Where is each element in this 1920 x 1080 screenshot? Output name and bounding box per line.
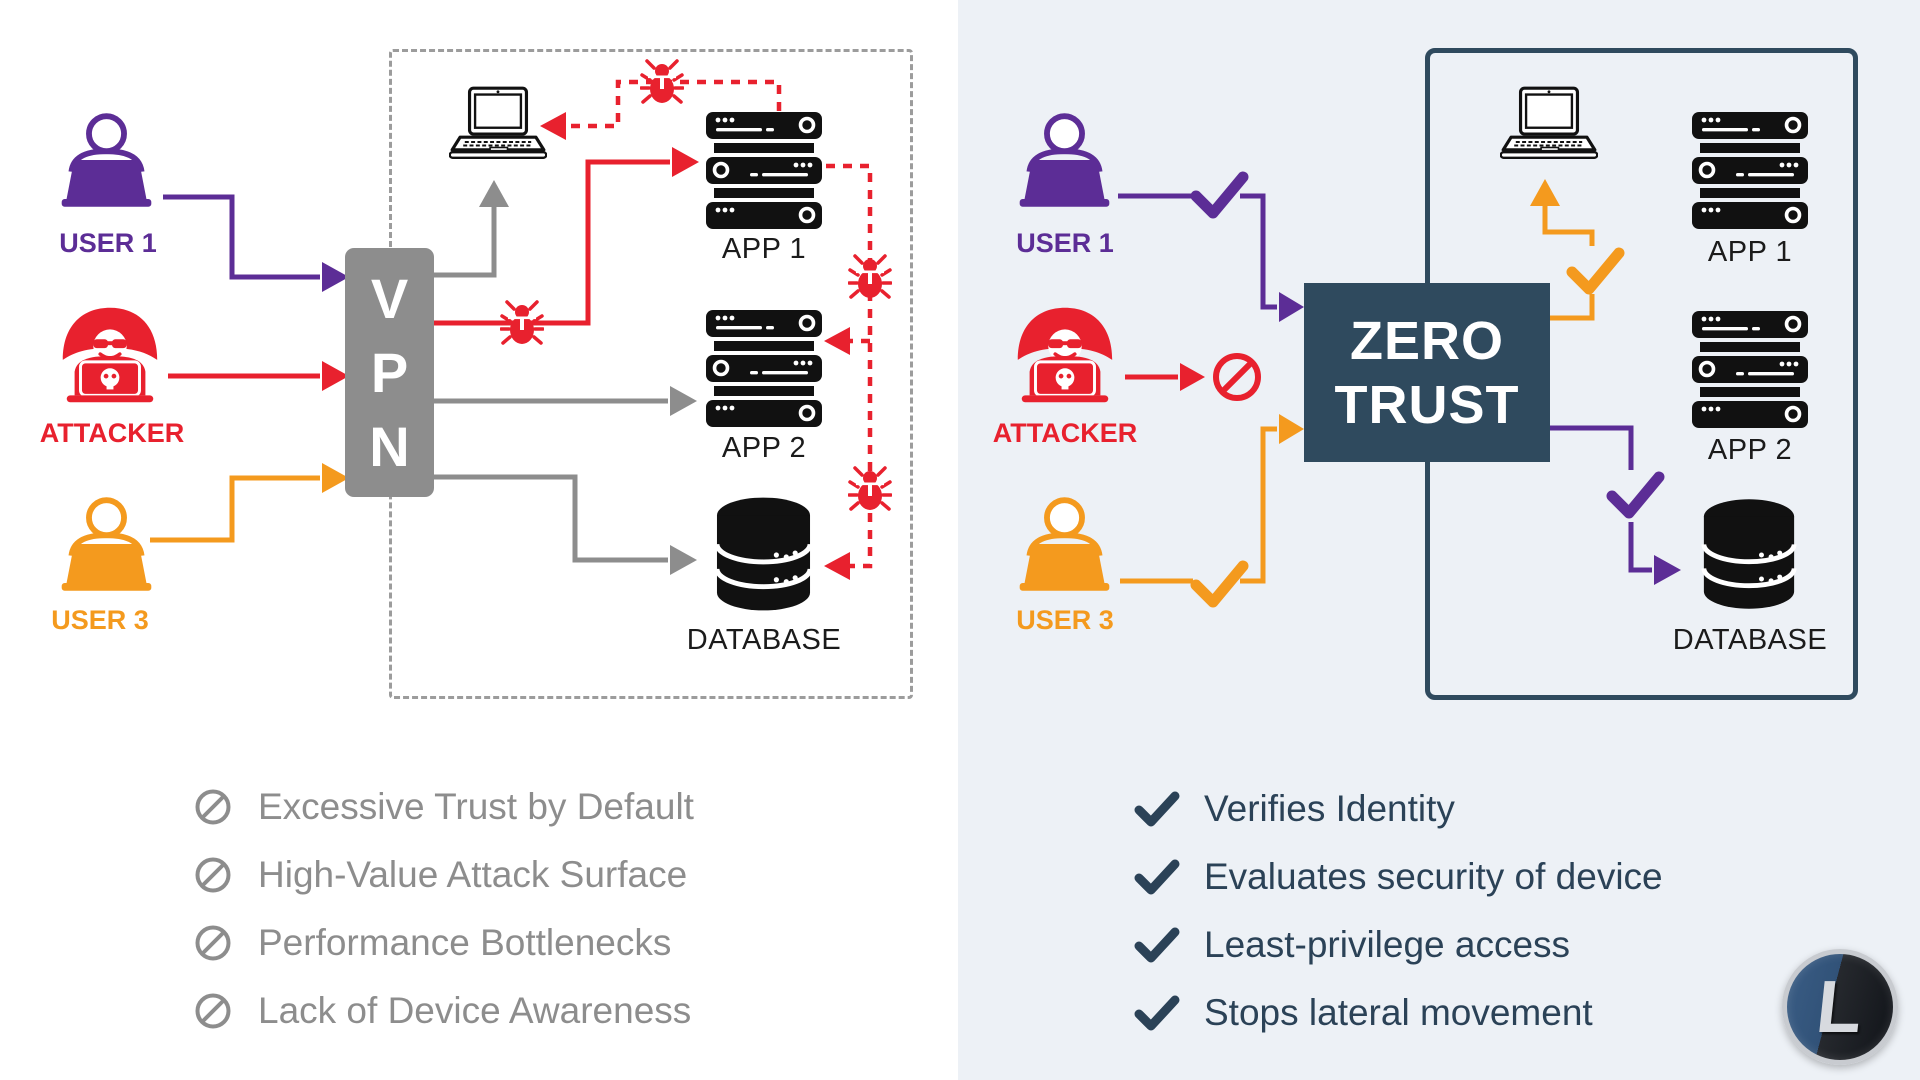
- drawback-text: Performance Bottlenecks: [258, 922, 672, 963]
- drawback-text: Excessive Trust by Default: [258, 786, 694, 827]
- benefit-text: Least-privilege access: [1204, 924, 1571, 965]
- bug-icon: [848, 254, 892, 300]
- app2-server-icon: [1690, 311, 1810, 428]
- bug-icon: [640, 59, 684, 105]
- vpn-letter: N: [369, 414, 410, 478]
- zero-trust-line: ZERO: [1349, 310, 1504, 371]
- user3-label: USER 3: [51, 605, 149, 635]
- zero-trust-line: TRUST: [1334, 374, 1520, 435]
- laptop-icon: [449, 86, 547, 160]
- company-logo: L: [1782, 949, 1898, 1065]
- check-icon: [1134, 859, 1180, 895]
- drawback-text: Lack of Device Awareness: [258, 990, 692, 1031]
- bug-icon: [500, 300, 544, 346]
- prohibition-icon: [195, 857, 231, 893]
- check-icon: [1134, 995, 1180, 1031]
- app1-server-icon: [1690, 112, 1810, 229]
- attacker-label: ATTACKER: [992, 418, 1138, 448]
- prohibition-icon: [195, 925, 231, 961]
- attacker-icon: [61, 306, 159, 404]
- attacker-icon: [1016, 306, 1114, 404]
- database-icon: [1701, 496, 1797, 613]
- user1-label: USER 1: [59, 228, 157, 258]
- benefit-text: Stops lateral movement: [1204, 992, 1593, 1033]
- drawback-row: High-Value Attack Surface: [194, 854, 687, 896]
- drawback-row: Performance Bottlenecks: [194, 922, 671, 964]
- app2-label: APP 2: [721, 432, 807, 464]
- app1-server-icon: [704, 112, 824, 229]
- drawback-row: Excessive Trust by Default: [194, 786, 694, 828]
- vpn-gateway-box: V P N: [345, 248, 434, 497]
- check-icon: [1134, 927, 1180, 963]
- database-label: DATABASE: [686, 624, 842, 656]
- user1-icon: [50, 102, 163, 220]
- app1-label: APP 1: [721, 233, 807, 265]
- database-icon: [714, 496, 813, 613]
- app2-server-icon: [704, 310, 824, 427]
- drawback-text: High-Value Attack Surface: [258, 854, 688, 895]
- prohibition-icon: [195, 789, 231, 825]
- benefit-row: Evaluates security of device: [1134, 856, 1663, 898]
- vpn-letter: P: [370, 340, 409, 404]
- database-label: DATABASE: [1672, 624, 1828, 656]
- user3-label: USER 3: [1016, 605, 1114, 635]
- benefit-text: Evaluates security of device: [1204, 856, 1663, 897]
- user1-icon: [1008, 102, 1121, 220]
- benefit-text: Verifies Identity: [1204, 788, 1455, 829]
- prohibition-icon: [195, 993, 231, 1029]
- logo-letter: L: [1813, 965, 1868, 1048]
- app2-label: APP 2: [1707, 434, 1793, 466]
- laptop-icon: [1500, 86, 1598, 160]
- attacker-label: ATTACKER: [39, 418, 185, 448]
- drawback-row: Lack of Device Awareness: [194, 990, 691, 1032]
- app1-label: APP 1: [1707, 236, 1793, 268]
- zero-trust-gateway-box: ZERO TRUST: [1304, 283, 1550, 462]
- vpn-letter: V: [370, 266, 409, 330]
- user3-icon: [50, 486, 163, 604]
- benefit-row: Stops lateral movement: [1134, 992, 1593, 1034]
- user3-icon: [1008, 486, 1121, 604]
- user1-label: USER 1: [1016, 228, 1114, 258]
- check-icon: [1134, 791, 1180, 827]
- benefit-row: Verifies Identity: [1134, 788, 1455, 830]
- bug-icon: [848, 466, 892, 512]
- benefit-row: Least-privilege access: [1134, 924, 1570, 966]
